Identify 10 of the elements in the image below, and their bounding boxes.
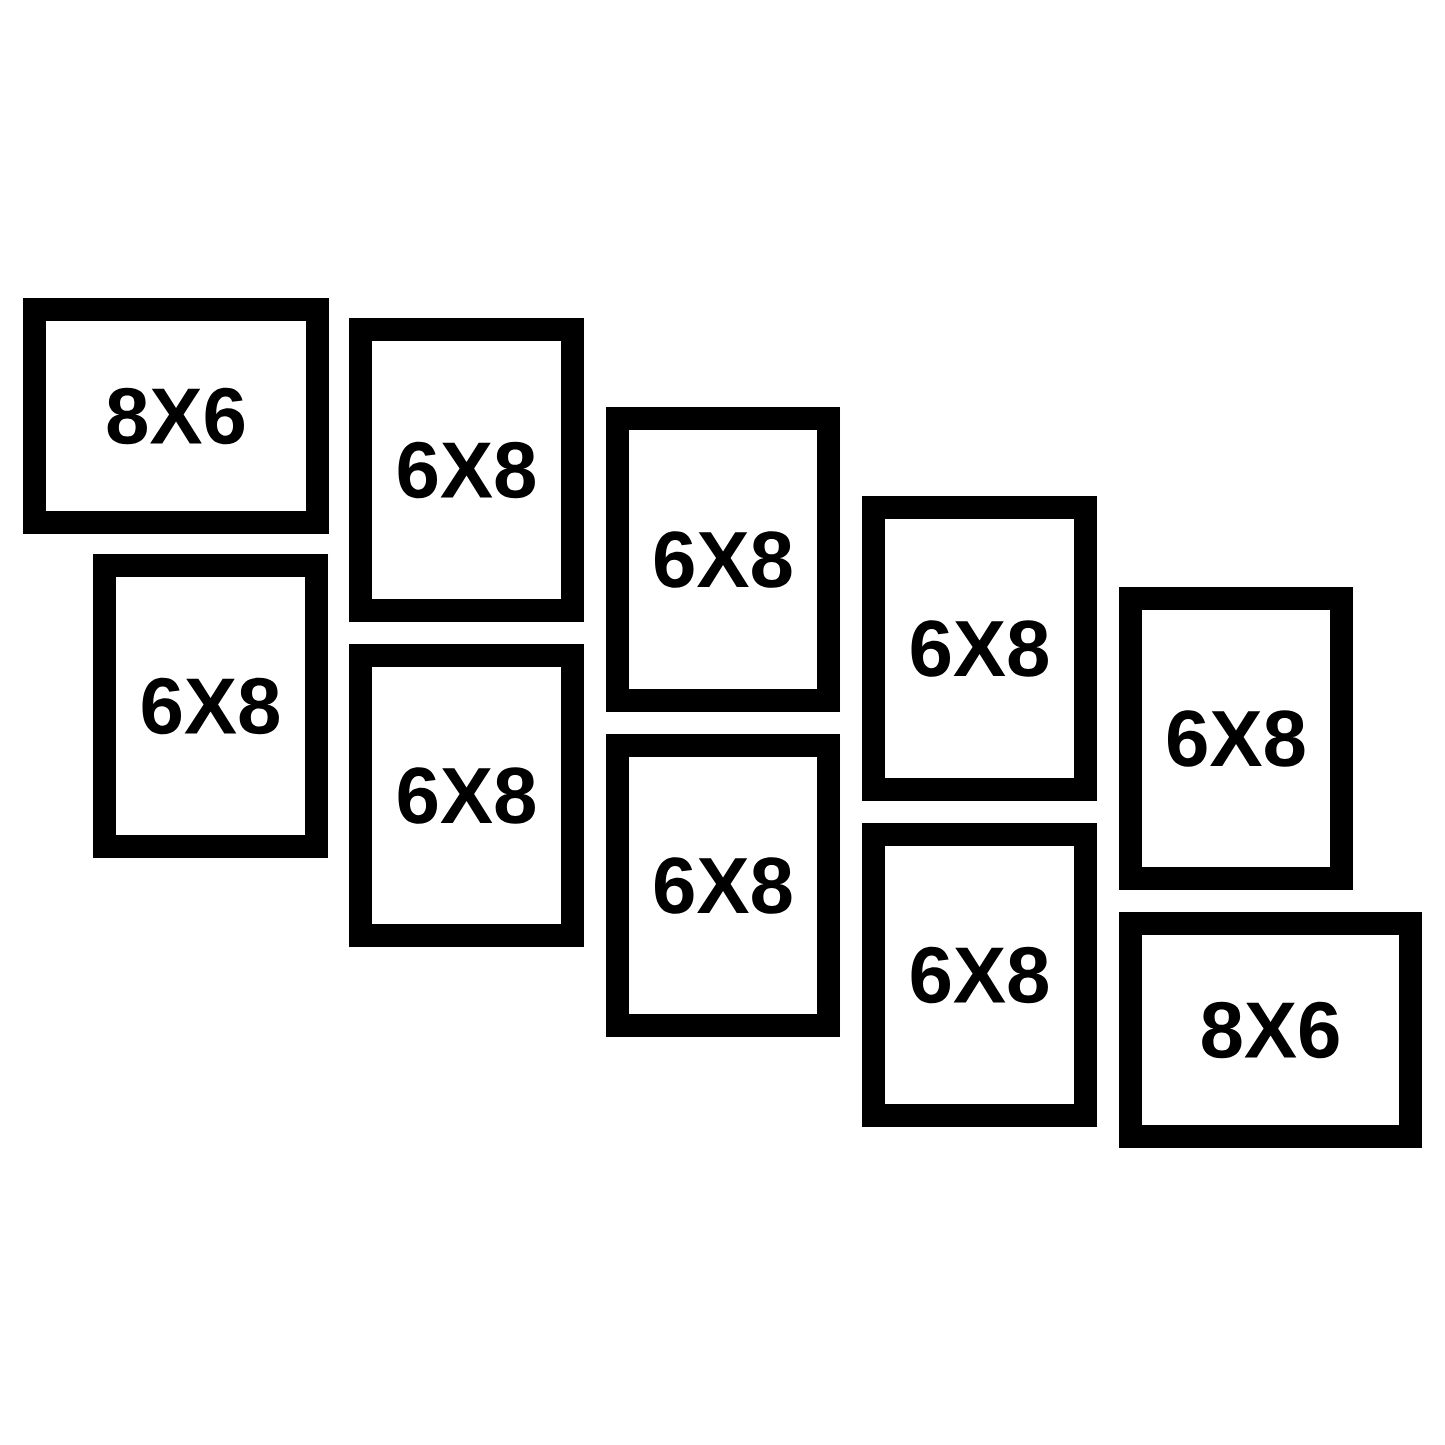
picture-frame: 8X6 [23, 298, 329, 534]
picture-frame: 6X8 [349, 318, 584, 622]
picture-frame: 6X8 [862, 496, 1097, 801]
picture-frame: 6X8 [862, 823, 1097, 1127]
picture-frame: 6X8 [93, 554, 328, 858]
picture-frame: 6X8 [1119, 587, 1353, 890]
picture-frame: 8X6 [1119, 912, 1422, 1148]
picture-frame: 6X8 [349, 644, 584, 947]
picture-frame: 6X8 [606, 734, 840, 1037]
picture-frame: 6X8 [606, 407, 840, 712]
